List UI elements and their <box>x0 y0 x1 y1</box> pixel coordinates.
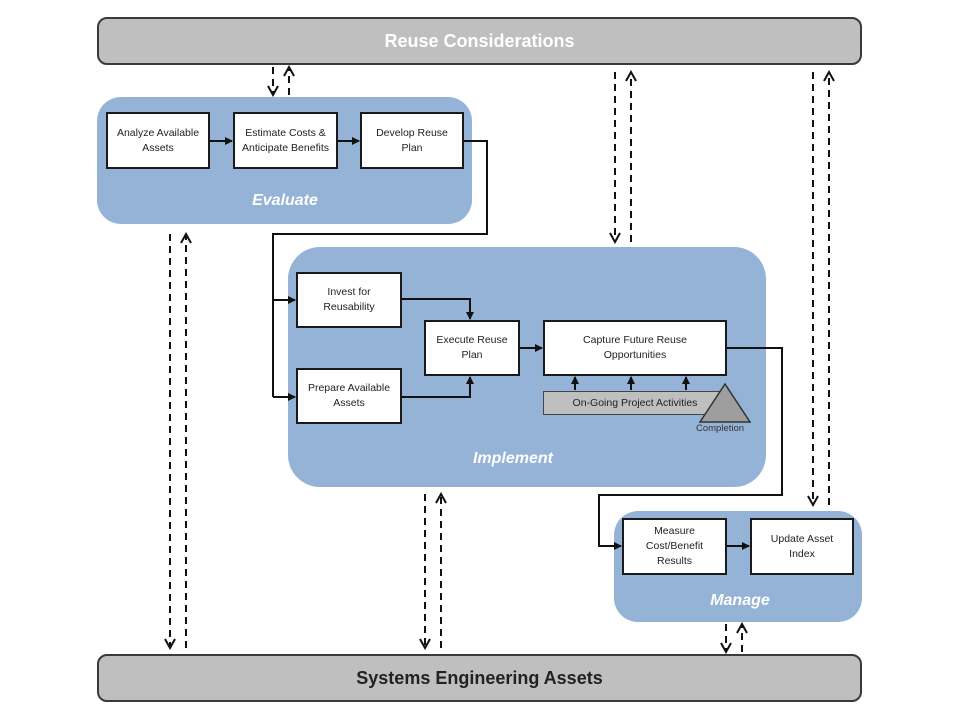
analyze-available-assets-text: Analyze Available Assets <box>116 126 200 154</box>
invest-for-reusability-text: Invest for Reusability <box>323 286 375 313</box>
execute-reuse-plan-text: Execute Reuse Plan <box>436 334 508 361</box>
ongoing-project-activities-bar: On-Going Project Activities <box>543 391 727 415</box>
connector-develop-to-implement <box>272 140 488 397</box>
arrow-invest-to-execute <box>402 298 474 320</box>
systems-engineering-assets-label: Systems Engineering Assets <box>356 667 603 688</box>
systems-engineering-assets-bar: Systems Engineering Assets <box>97 654 862 702</box>
prepare-available-assets-box: Prepare Available Assets <box>296 368 402 424</box>
ongoing-project-activities-text: On-Going Project Activities <box>572 397 698 409</box>
invest-for-reusability-box: Invest for Reusability <box>296 272 402 328</box>
measure-cost-benefit-box: Measure Cost/Benefit Results <box>622 518 727 575</box>
measure-cost-benefit-text: Measure Cost/Benefit Results <box>645 525 704 567</box>
reuse-considerations-label: Reuse Considerations <box>384 30 575 51</box>
prepare-available-assets-text: Prepare Available Assets <box>307 382 391 409</box>
capture-future-reuse-box: Capture Future Reuse Opportunities <box>543 320 727 376</box>
reuse-considerations-bar: Reuse Considerations <box>97 17 862 65</box>
update-asset-index-box: Update Asset Index <box>750 518 854 575</box>
execute-reuse-plan-box: Execute Reuse Plan <box>424 320 520 376</box>
analyze-available-assets-box: Analyze Available Assets <box>106 112 210 169</box>
develop-reuse-plan-text: Develop Reuse Plan <box>376 126 448 154</box>
update-asset-index-text: Update Asset Index <box>770 532 834 560</box>
completion-triangle <box>698 382 752 423</box>
connector-capture-to-measure <box>598 347 783 550</box>
completion-label: Completion <box>696 423 745 434</box>
manage-label: Manage <box>710 592 770 609</box>
implement-label: Implement <box>472 450 553 467</box>
estimate-costs-box: Estimate Costs & Anticipate Benefits <box>233 112 338 169</box>
arrow-prepare-to-execute <box>402 376 474 398</box>
develop-reuse-plan-box: Develop Reuse Plan <box>360 112 464 169</box>
evaluate-label: Evaluate <box>252 192 318 209</box>
capture-future-reuse-text: Capture Future Reuse Opportunities <box>583 334 687 361</box>
estimate-costs-text: Estimate Costs & Anticipate Benefits <box>242 126 329 154</box>
